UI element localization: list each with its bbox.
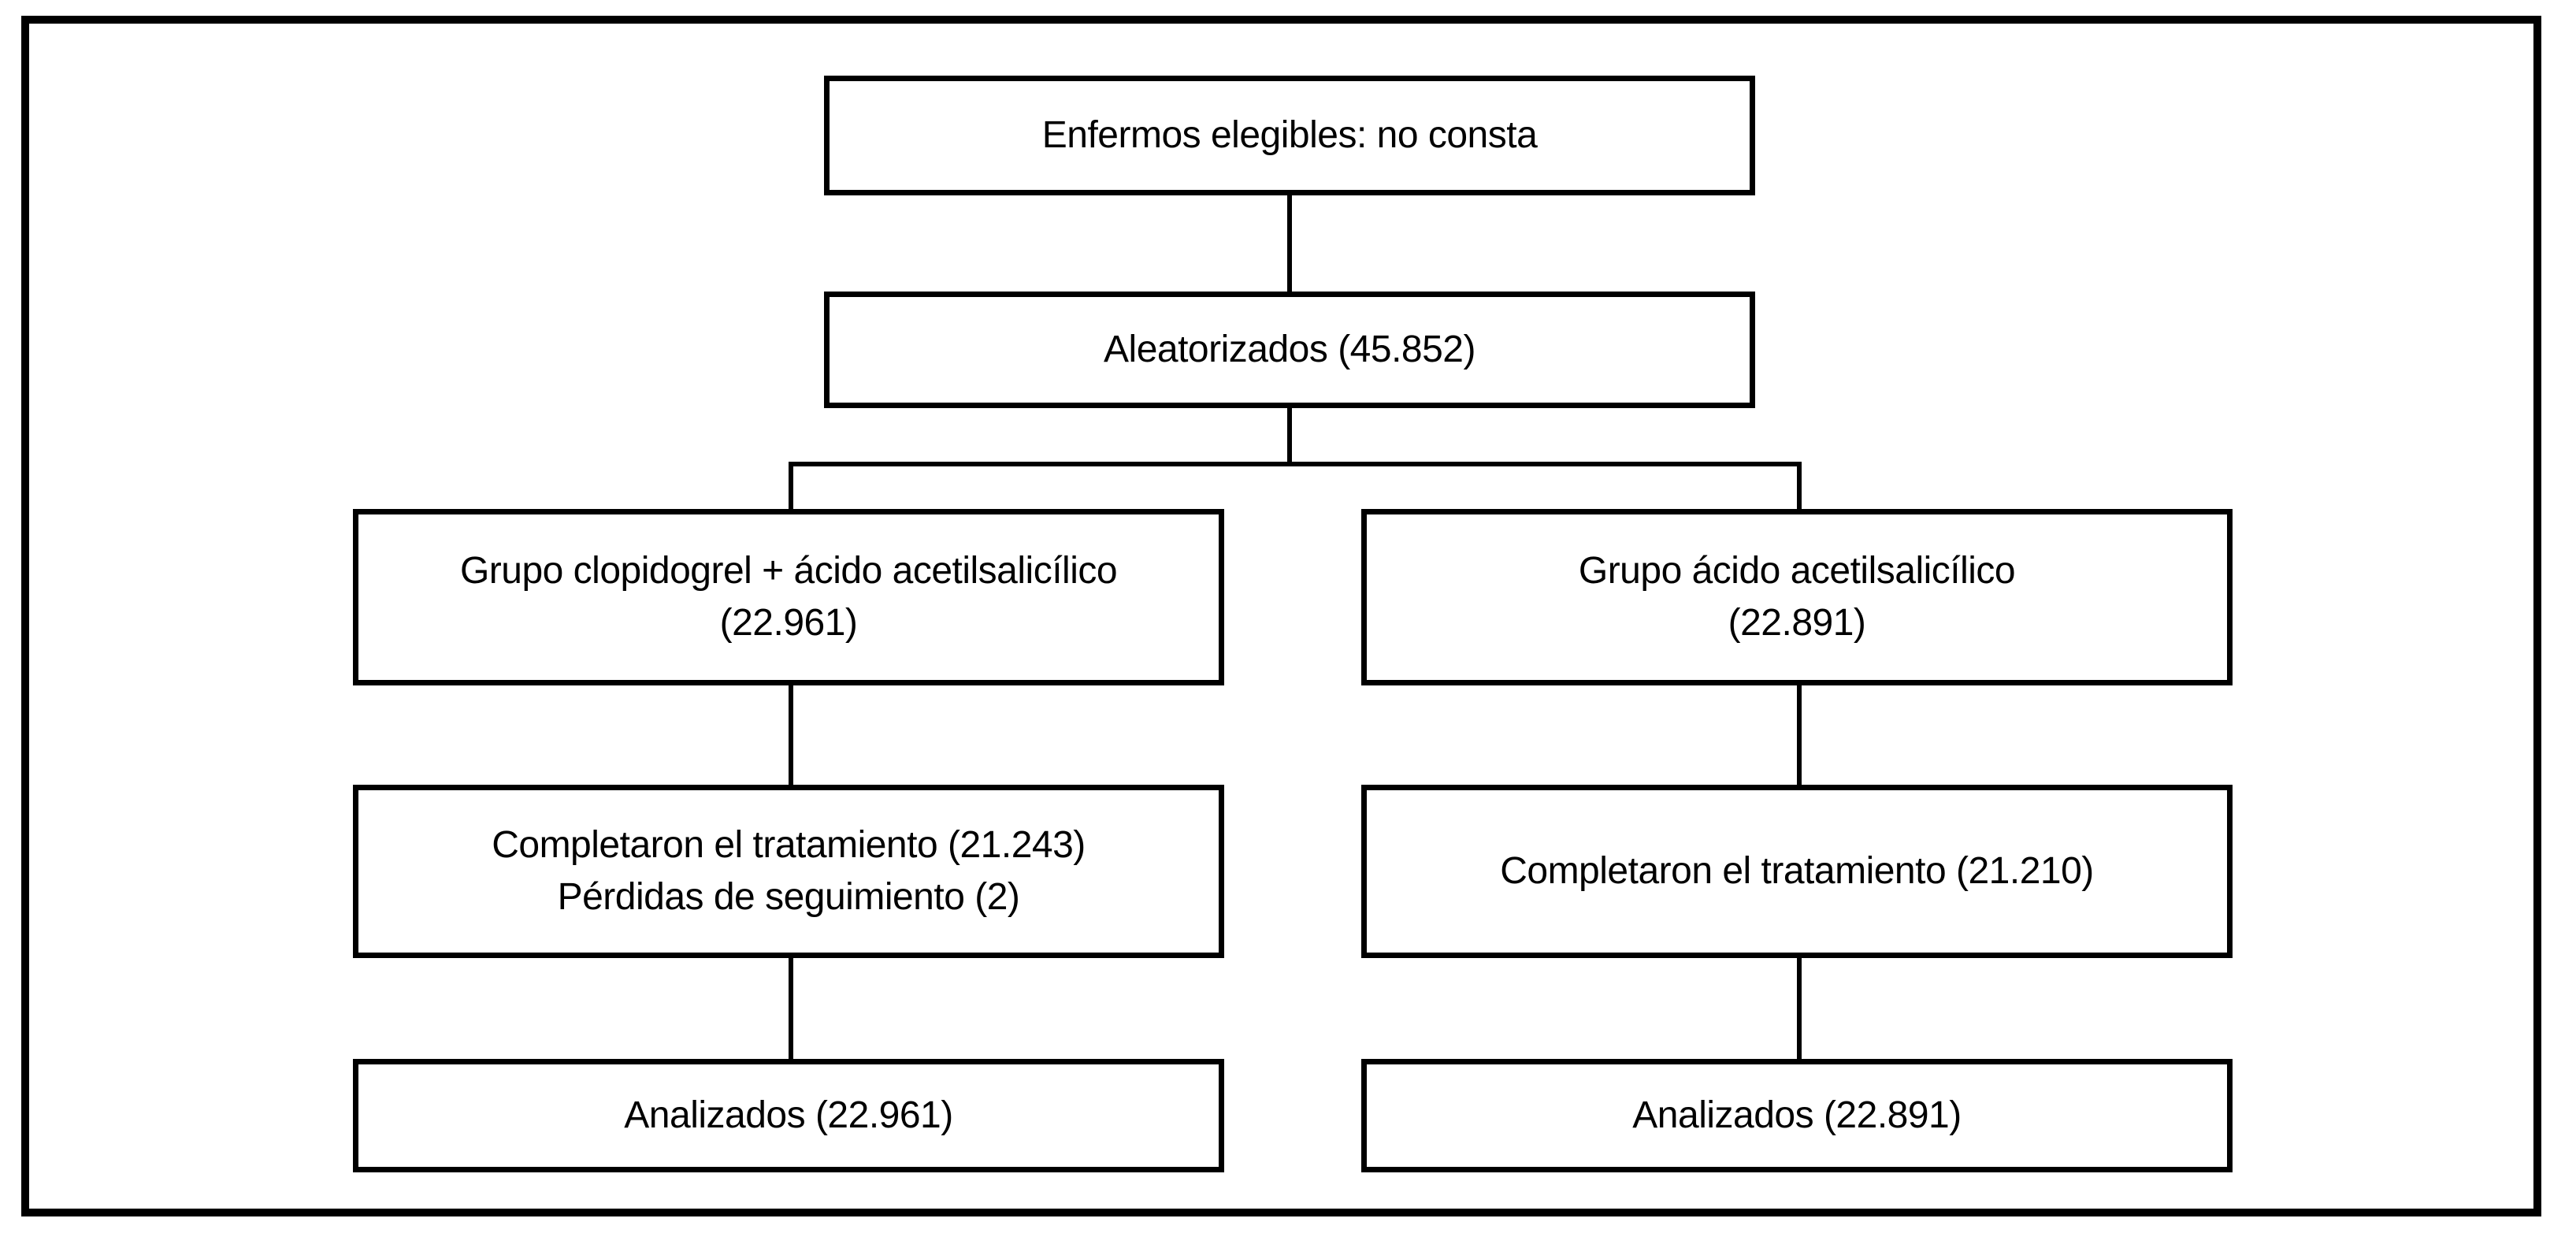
flow-box-text-line: Analizados (22.961): [624, 1094, 953, 1136]
flow-box-completed-treatment-left: Completaron el tratamiento (21.243) Pérd…: [353, 785, 1224, 958]
flow-box-text-line: (22.961): [719, 602, 858, 644]
flow-box-text-line: Completaron el tratamiento (21.210): [1500, 850, 2094, 892]
flow-box-group-clopidogrel-asa: Grupo clopidogrel + ácido acetilsalicíli…: [353, 509, 1224, 685]
flow-box-group-asa: Grupo ácido acetilsalicílico (22.891): [1361, 509, 2233, 685]
connector-branch-to-group-left: [789, 462, 793, 512]
flow-box-randomized: Aleatorizados (45.852): [824, 292, 1755, 408]
connector-branch-to-group-right: [1797, 462, 1802, 512]
flow-box-text-line: (22.891): [1728, 602, 1866, 644]
connector-eligible-to-randomized: [1287, 192, 1292, 295]
flow-box-text-line: Enfermos elegibles: no consta: [1041, 114, 1538, 156]
flow-box-completed-treatment-right: Completaron el tratamiento (21.210): [1361, 785, 2233, 958]
connector-completed-to-analyzed-right: [1797, 955, 1802, 1062]
connector-branch-horizontal: [789, 462, 1802, 466]
flow-box-text-line: Grupo ácido acetilsalicílico: [1578, 550, 2016, 592]
connector-group-to-completed-right: [1797, 682, 1802, 788]
flow-box-text-line: Pérdidas de seguimiento (2): [557, 876, 1020, 918]
flow-box-text-line: Completaron el tratamiento (21.243): [492, 824, 1086, 866]
flow-box-analyzed-right: Analizados (22.891): [1361, 1059, 2233, 1172]
flow-box-analyzed-left: Analizados (22.961): [353, 1059, 1224, 1172]
flow-box-text-line: Grupo clopidogrel + ácido acetilsalicíli…: [459, 550, 1118, 592]
flow-box-eligible-patients: Enfermos elegibles: no consta: [824, 76, 1755, 195]
connector-randomized-to-branch: [1287, 405, 1292, 466]
connector-group-to-completed-left: [789, 682, 793, 788]
connector-completed-to-analyzed-left: [789, 955, 793, 1062]
figure-border: [21, 16, 2541, 1216]
flow-box-text-line: Analizados (22.891): [1632, 1094, 1962, 1136]
flow-box-text-line: Aleatorizados (45.852): [1104, 329, 1475, 370]
